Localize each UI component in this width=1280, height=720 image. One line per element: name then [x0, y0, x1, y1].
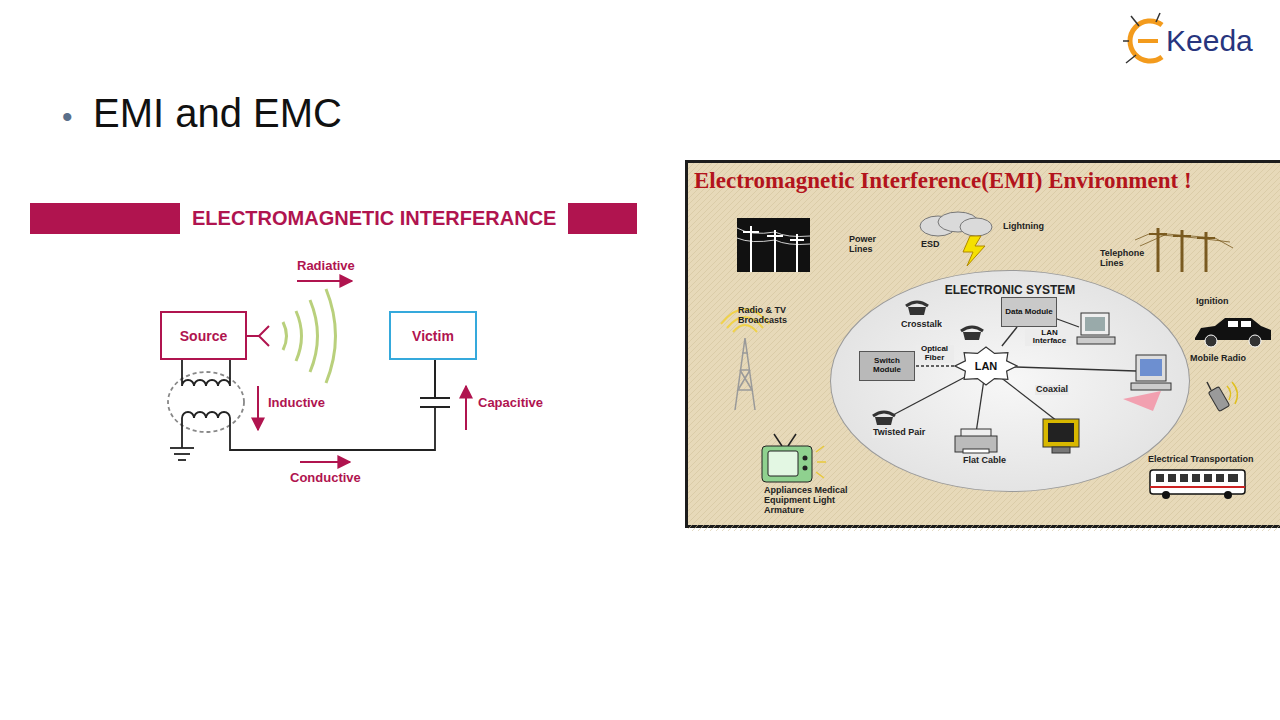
mobile-radio-icon — [1207, 382, 1237, 412]
storm-cloud — [920, 212, 992, 236]
coupling-label: Conductive — [290, 471, 361, 485]
source-label: Ignition — [1196, 297, 1229, 307]
source-label: ESD — [921, 240, 940, 250]
node-text: ELECTRONIC SYSTEM — [831, 283, 1189, 297]
coupling-label: Crosstalk — [900, 320, 943, 330]
data-module-box: Data Module — [1001, 297, 1057, 327]
source-label: Electrical Transportation — [1148, 455, 1254, 465]
power-lines-icon — [737, 218, 810, 272]
switch-module-box: Switch Module — [859, 351, 915, 381]
emi-environment-panel: Data ModuleSwitch Module LAN ELECTRONIC SY… — [685, 160, 1280, 528]
network-cable — [1002, 327, 1017, 346]
bullet: • — [62, 100, 73, 133]
radiated-waves — [283, 289, 336, 383]
starburst-shape — [955, 347, 1017, 385]
tram-icon — [1150, 470, 1245, 499]
ground-symbol — [170, 448, 194, 460]
source-label: Lightning — [1003, 222, 1044, 232]
television-icon — [762, 434, 826, 482]
node-text: ELECTROMAGNETIC INTERFERANCE — [180, 203, 568, 234]
lan-hub-star: LAN — [954, 346, 1018, 386]
source-label: Mobile Radio — [1190, 354, 1246, 364]
printer-icon — [955, 429, 997, 453]
node-text: Victim — [412, 328, 454, 344]
pink-pointer — [1123, 391, 1161, 411]
slide-title: EMI and EMC — [93, 93, 342, 133]
source-label: Appliances Medical Equipment Light Armat… — [764, 486, 876, 516]
node-text: Electromagnetic Interference(EMI) Enviro… — [694, 168, 1280, 194]
logo-mark — [1123, 13, 1162, 63]
antenna — [247, 326, 269, 346]
section-banner: ELECTROMAGNETIC INTERFERANCE — [30, 203, 637, 234]
cable-label: Flat Cable — [962, 456, 1007, 466]
source-label: Power Lines — [849, 235, 889, 255]
cable-label: Twisted Pair — [872, 428, 926, 438]
cable-label: Coaxial — [1035, 385, 1069, 395]
source-box: Source — [160, 311, 247, 360]
computer-icon — [1131, 355, 1171, 390]
node-text: Data Module — [1005, 308, 1053, 317]
coupling-label: Radiative — [297, 259, 355, 273]
node-text: Source — [180, 328, 227, 344]
cable-label: Optical Fiber — [916, 345, 954, 363]
telephone-icon — [906, 302, 928, 315]
network-cable — [915, 365, 954, 366]
coupling-transformer — [168, 360, 435, 450]
coupling-label: Capacitive — [478, 396, 543, 410]
electronic-system-circle: Data ModuleSwitch Module LAN ELECTRONIC SY… — [830, 270, 1190, 492]
coupling-capacitor — [420, 360, 450, 407]
logo-wordmark: Keeda — [1166, 24, 1253, 57]
monitor-icon — [1043, 419, 1079, 453]
telephone-icon — [873, 412, 895, 425]
coupling-label: Inductive — [268, 396, 325, 410]
source-label: Telephone Lines — [1100, 249, 1152, 269]
car-icon — [1195, 318, 1271, 347]
source-label: Radio & TV Broadcasts — [738, 306, 818, 326]
cable-label: LAN Interface — [1025, 329, 1073, 347]
lightning-bolt — [963, 236, 985, 266]
telephone-poles — [1135, 228, 1233, 272]
telephone-icon — [961, 327, 983, 340]
node-text: LAN — [975, 360, 998, 372]
node-text: Switch Module — [860, 357, 914, 375]
victim-box: Victim — [389, 311, 477, 360]
workstation-icon — [1077, 313, 1115, 344]
paper-texture — [688, 163, 1280, 531]
